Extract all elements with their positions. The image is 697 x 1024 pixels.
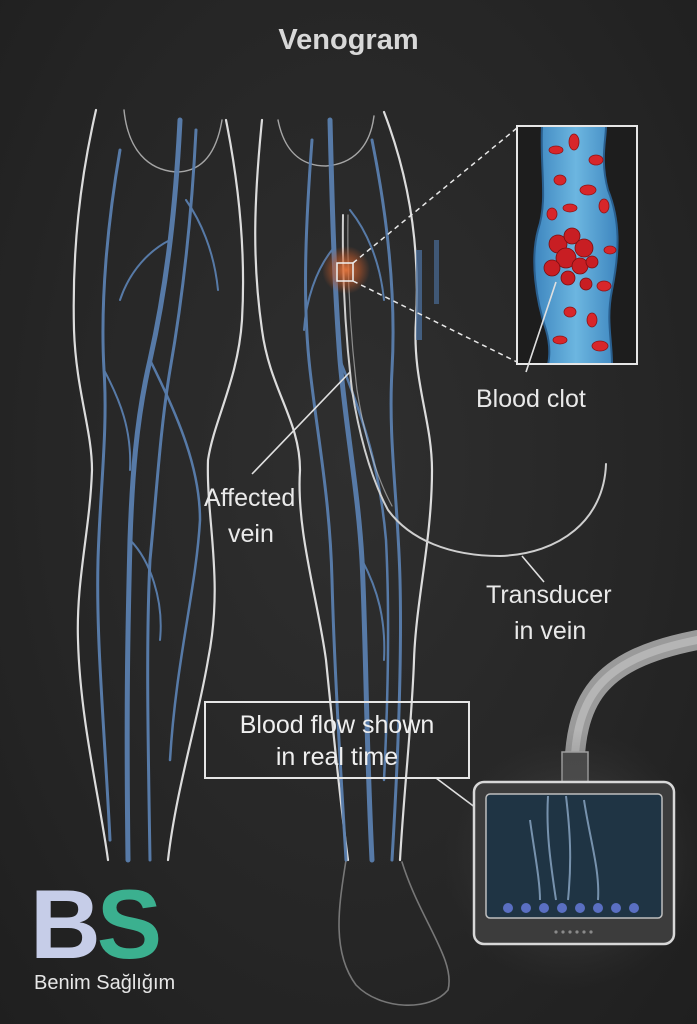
affected-vein-label-line2: vein	[228, 520, 274, 548]
logo-letter-b: B	[30, 869, 101, 979]
right-leg	[254, 110, 450, 1007]
blood-flow-line1: Blood flow shown	[239, 711, 435, 739]
transducer-label-line2: in vein	[514, 617, 587, 645]
blood-clot-label: Blood clot	[476, 385, 586, 413]
logo-letters: BS	[30, 875, 175, 973]
transducer-label-line1: Transducer	[486, 581, 612, 609]
ultrasound-monitor	[472, 780, 676, 946]
blood-flow-line2: in real time	[275, 743, 399, 771]
brand-logo: BS Benim Sağlığım	[30, 875, 176, 995]
affected-vein-label-line1: Affected	[204, 484, 296, 512]
zoom-lines	[352, 127, 518, 363]
left-leg-veins	[96, 117, 219, 863]
clot-marker	[336, 262, 354, 282]
page-title: Venogram	[278, 24, 419, 56]
blood-flow-callout: Blood flow shown in real time	[204, 701, 470, 779]
logo-brand-name: Benim Sağlığım	[34, 972, 176, 994]
magnified-vessel-inset	[516, 125, 638, 365]
right-leg-veins	[303, 117, 439, 863]
logo-letter-s: S	[96, 869, 162, 979]
clot-glow	[322, 246, 370, 294]
